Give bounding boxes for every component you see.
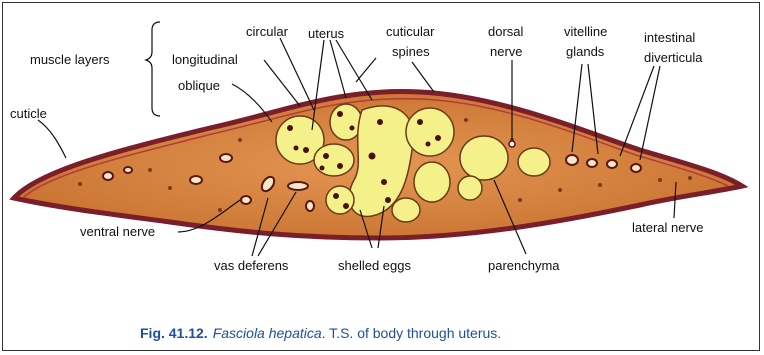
label-uterus: uterus — [308, 26, 345, 41]
label-intestinal: intestinal — [644, 30, 695, 45]
label-vas-deferens: vas deferens — [214, 258, 289, 273]
caption-figno: Fig. 41.12. — [140, 325, 208, 341]
label-nerve: nerve — [490, 44, 523, 59]
label-muscle-layers: muscle layers — [30, 52, 110, 67]
caption-species: Fasciola hepatica — [213, 325, 322, 341]
label-spines: spines — [392, 44, 430, 59]
label-cuticular: cuticular — [386, 24, 435, 39]
label-lateral-nerve: lateral nerve — [632, 220, 704, 235]
label-diverticula: diverticula — [644, 50, 703, 65]
label-circular: circular — [246, 24, 289, 39]
label-shelled-eggs: shelled eggs — [338, 258, 411, 273]
label-oblique: oblique — [178, 78, 220, 93]
label-parenchyma: parenchyma — [488, 258, 560, 273]
label-ventral-nerve: ventral nerve — [80, 224, 155, 239]
label-glands: glands — [566, 44, 605, 59]
label-longitudinal: longitudinal — [172, 52, 238, 67]
caption-rest: . T.S. of body through uterus. — [322, 325, 502, 341]
label-vitelline: vitelline — [564, 24, 607, 39]
label-cuticle: cuticle — [10, 106, 47, 121]
dorsal-nerve — [509, 141, 515, 147]
figure-caption: Fig. 41.12. Fasciola hepatica. T.S. of bo… — [140, 325, 501, 341]
muscle-layers-bracket — [146, 22, 160, 116]
label-dorsal: dorsal — [488, 24, 524, 39]
